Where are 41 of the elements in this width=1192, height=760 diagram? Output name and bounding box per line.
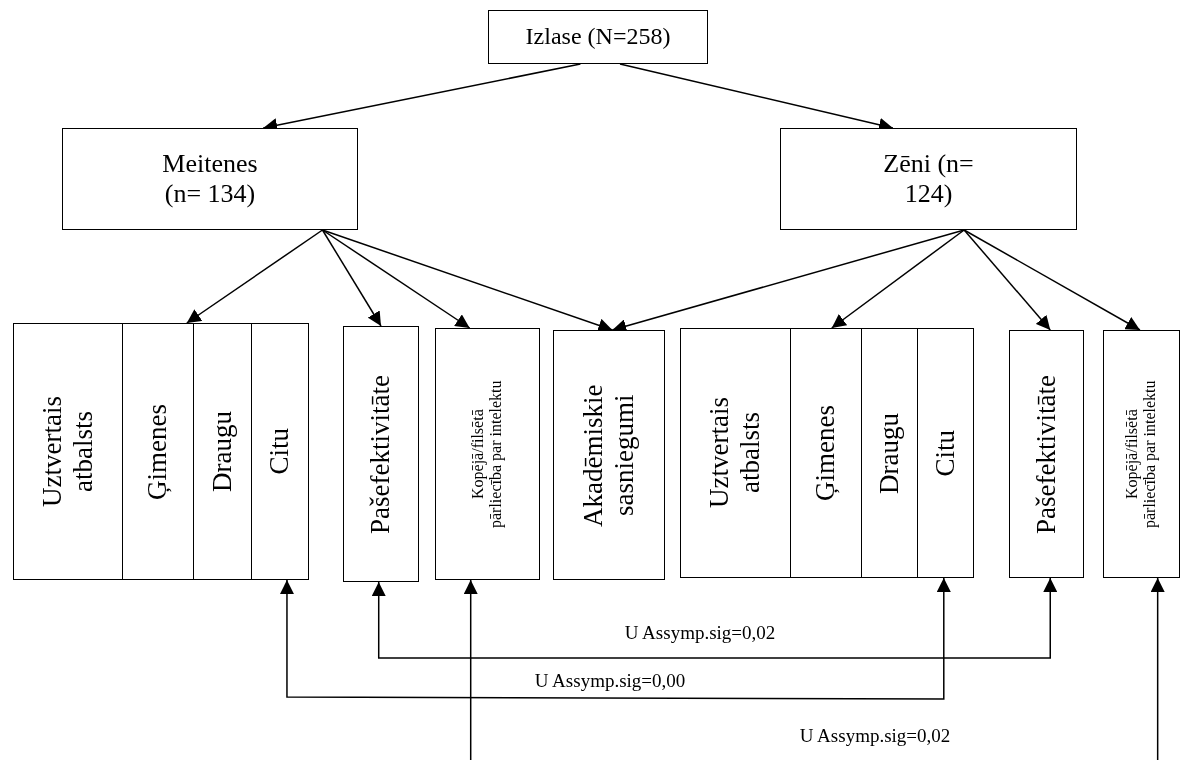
- arrow: [371, 577, 1058, 659]
- category-box: [193, 323, 252, 580]
- arrow: [321, 229, 471, 329]
- node-label: Meitenes (n= 134): [161, 149, 259, 209]
- arrow: [186, 229, 324, 324]
- category-box: [435, 328, 540, 580]
- arrow: [463, 577, 1165, 760]
- category-box: [251, 323, 309, 580]
- node-label: Kopējā/filsētā pārliecība par intelektu: [1123, 379, 1160, 530]
- category-box: [13, 323, 123, 580]
- category-box: [62, 128, 358, 230]
- node-label: Ģimenes: [142, 403, 174, 500]
- node-label: Draugu: [873, 412, 905, 494]
- arrow: [279, 577, 951, 700]
- node-label: Citu: [264, 428, 296, 475]
- arrow: [963, 229, 1051, 331]
- category-box: [790, 328, 862, 578]
- category-box: [680, 328, 791, 578]
- node-label: Uztvertais atbalsts: [36, 395, 99, 509]
- category-box: [343, 326, 419, 582]
- node-label: Citu: [929, 429, 961, 477]
- category-box: [553, 330, 665, 580]
- arrow: [963, 229, 1141, 331]
- node-label: Zēni (n= 124): [882, 149, 975, 209]
- node-label: Pašefektivitāte: [365, 374, 397, 534]
- category-box: [861, 328, 918, 578]
- category-box: [1009, 330, 1084, 578]
- arrow: [321, 229, 382, 327]
- category-box: [917, 328, 974, 578]
- node-label: Ģimenes: [810, 405, 842, 501]
- node-label: Akadēmiskie sasniegumi: [577, 382, 640, 529]
- category-box: [122, 323, 194, 580]
- node-label: Kopējā/filsētā pārliecība par intelektu: [469, 379, 506, 530]
- category-box: [780, 128, 1077, 230]
- arrow: [831, 229, 965, 329]
- node-label: Uztvertais atbalsts: [704, 396, 767, 511]
- node-label: Pašefektivitāte: [1030, 374, 1062, 534]
- category-box: [1103, 330, 1180, 578]
- node-label: Izlase (N=258): [525, 23, 671, 51]
- node-label: Draugu: [206, 411, 238, 492]
- category-box: [488, 10, 708, 64]
